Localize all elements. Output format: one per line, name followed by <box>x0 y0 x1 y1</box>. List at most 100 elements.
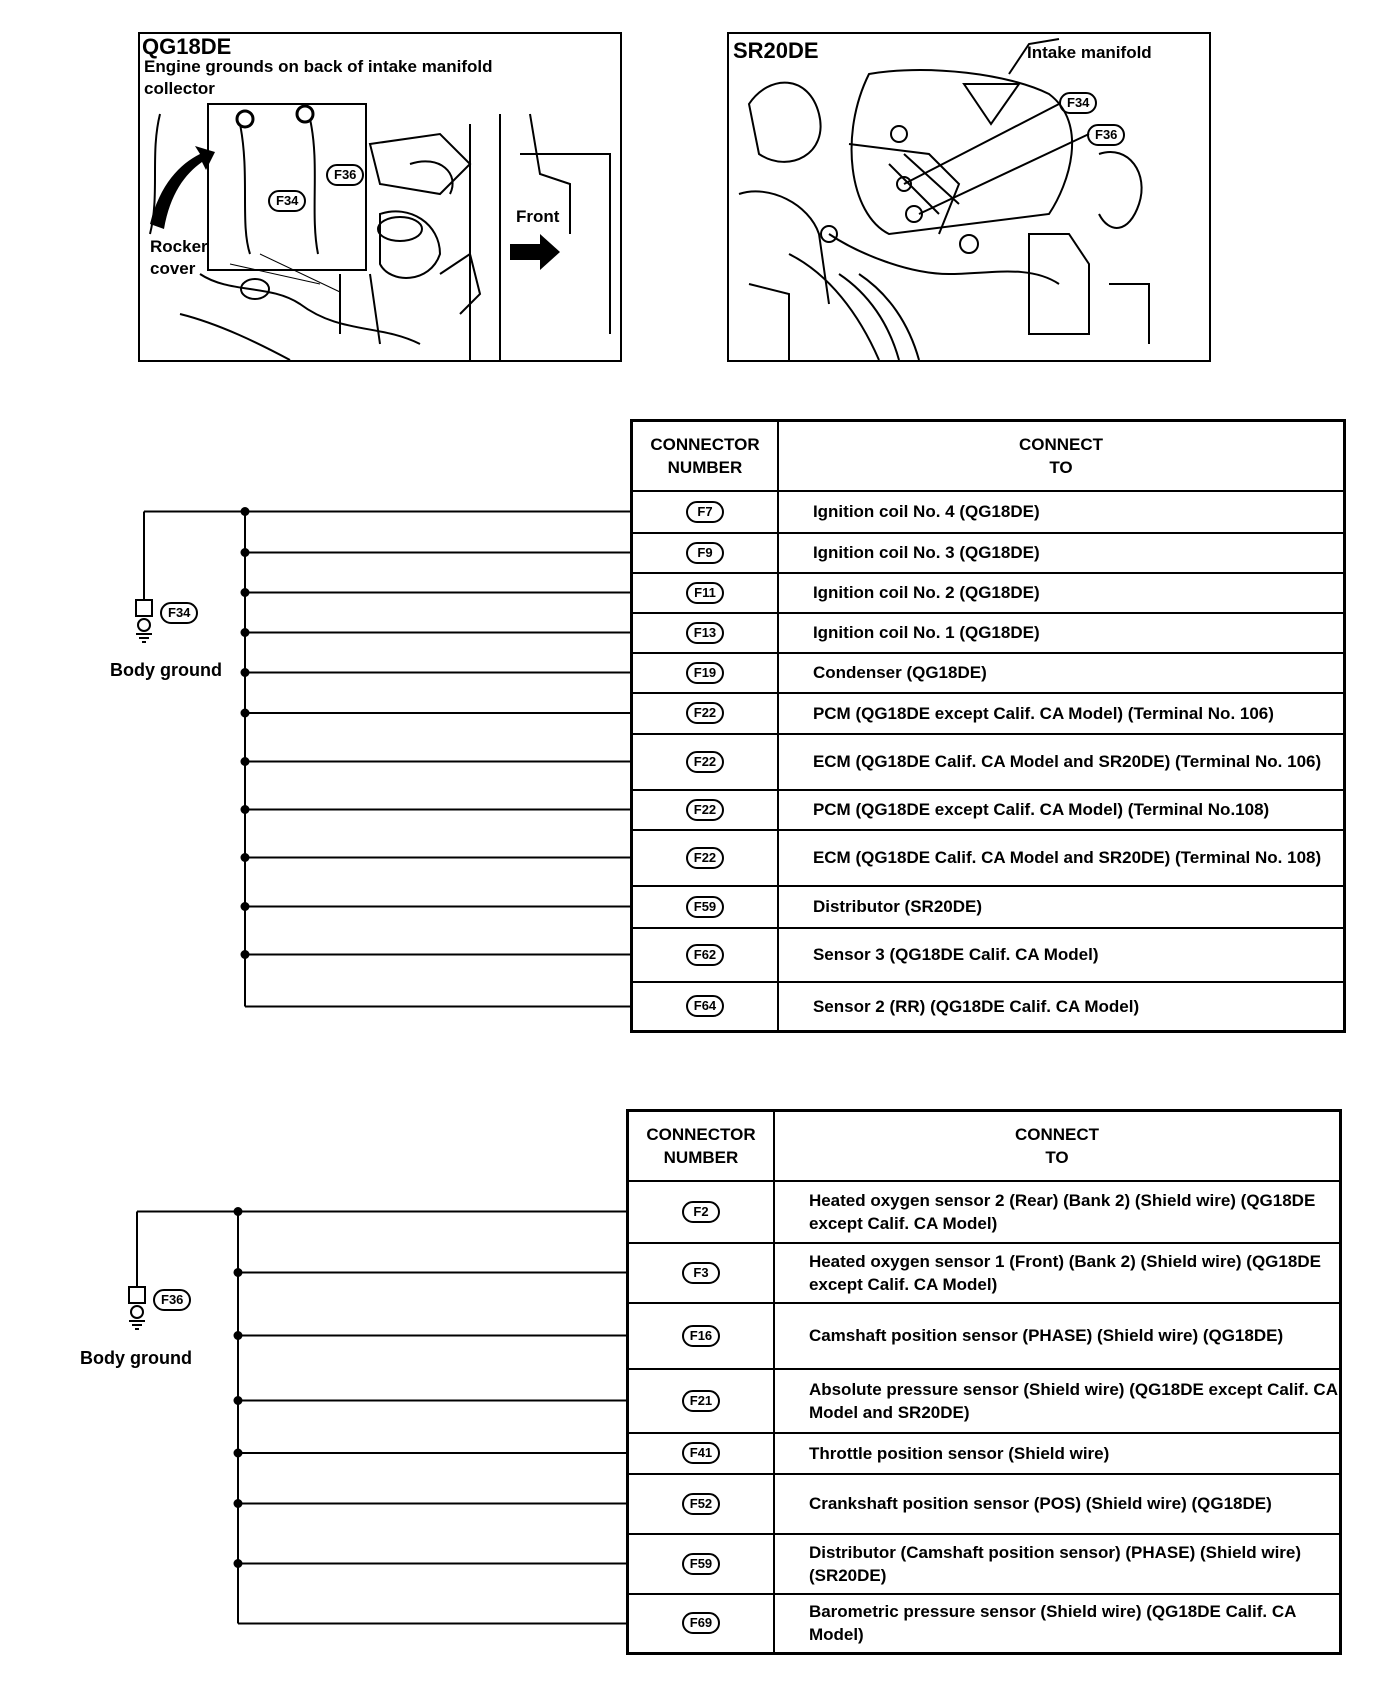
connector-number-badge: F69 <box>681 1612 721 1635</box>
connector-number-badge: F7 <box>685 500 724 523</box>
connect-to-cell: Condenser (QG18DE) <box>776 651 1346 694</box>
connector-number-cell: F7 <box>630 489 779 534</box>
table1-header-connect-to: CONNECT TO <box>776 419 1346 492</box>
table-row: F16 Camshaft position sensor (PHASE) (Shi… <box>626 1301 1342 1370</box>
connector-number-cell: F52 <box>626 1472 775 1535</box>
sr-badge-f36: F36 <box>1087 124 1126 146</box>
table-row: F19 Condenser (QG18DE) <box>630 651 1346 694</box>
table1-header-number: CONNECTOR NUMBER <box>630 419 779 492</box>
connector-number-cell: F21 <box>626 1367 775 1434</box>
connector-number-cell: F22 <box>630 732 779 791</box>
table-row: F7 Ignition coil No. 4 (QG18DE) <box>630 489 1346 534</box>
connector-number-badge: F2 <box>681 1200 720 1223</box>
rocker-cover-label: Rocker cover <box>150 237 208 278</box>
connect-to-cell: Camshaft position sensor (PHASE) (Shield… <box>772 1301 1342 1370</box>
connector-number-badge: F59 <box>681 1552 721 1575</box>
qg18de-illustration-panel: QG18DE Engine grounds on back of intake … <box>138 32 622 362</box>
connector-number-cell: F22 <box>630 828 779 887</box>
connector-number-cell: F59 <box>626 1532 775 1595</box>
connect-to-cell: Heated oxygen sensor 1 (Front) (Bank 2) … <box>772 1241 1342 1304</box>
connector-number-cell: F19 <box>630 651 779 694</box>
table2-header-number: CONNECTOR NUMBER <box>626 1109 775 1182</box>
connector-number-cell: F62 <box>630 926 779 983</box>
table-row: F22 PCM (QG18DE except Calif. CA Model) (… <box>630 788 1346 831</box>
connector-number-badge: F22 <box>685 750 725 773</box>
qg18de-title: QG18DE <box>142 34 232 59</box>
connector-number-cell: F11 <box>630 571 779 614</box>
connector-number-cell: F22 <box>630 691 779 735</box>
connector-number-badge: F3 <box>681 1261 720 1284</box>
connector-number-cell: F41 <box>626 1431 775 1475</box>
connect-to-cell: Crankshaft position sensor (POS) (Shield… <box>772 1472 1342 1535</box>
connector-number-cell: F64 <box>630 980 779 1033</box>
ground1-label: Body ground <box>110 660 222 680</box>
sr-badge-f34: F34 <box>1059 92 1098 114</box>
connector-number-badge: F22 <box>685 702 725 724</box>
ground2-label: Body ground <box>80 1348 192 1368</box>
connector-number-badge: F52 <box>681 1492 721 1515</box>
connect-to-cell: Heated oxygen sensor 2 (Rear) (Bank 2) (… <box>772 1179 1342 1244</box>
connect-to-cell: Absolute pressure sensor (Shield wire) (… <box>772 1367 1342 1434</box>
connect-to-cell: Ignition coil No. 1 (QG18DE) <box>776 611 1346 654</box>
connector-number-badge: F16 <box>681 1324 721 1347</box>
qg18de-note: Engine grounds on back of intake manifol… <box>144 57 493 98</box>
table-row: F22 ECM (QG18DE Calif. CA Model and SR20D… <box>630 828 1346 887</box>
connect-to-cell: Throttle position sensor (Shield wire) <box>772 1431 1342 1475</box>
table-row: F52 Crankshaft position sensor (POS) (Shi… <box>626 1472 1342 1535</box>
connect-to-cell: Sensor 2 (RR) (QG18DE Calif. CA Model) <box>776 980 1346 1033</box>
connect-to-cell: Ignition coil No. 3 (QG18DE) <box>776 531 1346 574</box>
connect-to-cell: Ignition coil No. 2 (QG18DE) <box>776 571 1346 614</box>
sr20de-title: SR20DE <box>733 38 819 63</box>
connector-number-cell: F13 <box>630 611 779 654</box>
connect-to-cell: ECM (QG18DE Calif. CA Model and SR20DE) … <box>776 828 1346 887</box>
connector-number-cell: F2 <box>626 1179 775 1244</box>
connector-number-badge: F22 <box>685 846 725 869</box>
ground2-connector-badge: F36 <box>153 1289 192 1311</box>
connector-number-cell: F22 <box>630 788 779 831</box>
qg18de-engine-drawing <box>149 103 611 360</box>
qg-badge-f36: F36 <box>326 164 365 186</box>
connector-number-badge: F9 <box>685 541 724 564</box>
sr20de-engine-drawing <box>738 38 1150 360</box>
ground1-connector-badge: F34 <box>160 602 199 624</box>
connector-number-cell: F59 <box>630 884 779 929</box>
connector-number-cell: F69 <box>626 1592 775 1655</box>
sr20de-illustration-panel: SR20DE Intake manifold F34 F36 <box>727 32 1211 362</box>
connector-number-badge: F62 <box>685 943 725 966</box>
table-row: F59 Distributor (SR20DE) <box>630 884 1346 929</box>
connect-to-cell: PCM (QG18DE except Calif. CA Model) (Ter… <box>776 788 1346 831</box>
table-row: F64 Sensor 2 (RR) (QG18DE Calif. CA Model… <box>630 980 1346 1033</box>
table2-header-connect-to: CONNECT TO <box>772 1109 1342 1182</box>
connector-number-badge: F19 <box>685 661 725 684</box>
table-row: F69 Barometric pressure sensor (Shield wi… <box>626 1592 1342 1655</box>
connector-number-badge: F22 <box>685 798 725 821</box>
connector-number-cell: F9 <box>630 531 779 574</box>
connector-number-badge: F64 <box>685 995 725 1018</box>
connect-to-cell: Ignition coil No. 4 (QG18DE) <box>776 489 1346 534</box>
connector-number-cell: F16 <box>626 1301 775 1370</box>
front-label: Front <box>516 207 560 226</box>
qg-badge-f34: F34 <box>268 190 307 212</box>
connector-number-badge: F59 <box>685 895 725 918</box>
connect-to-cell: Distributor (Camshaft position sensor) (… <box>772 1532 1342 1595</box>
table-row: F3 Heated oxygen sensor 1 (Front) (Bank 2… <box>626 1241 1342 1304</box>
table-row: F22 PCM (QG18DE except Calif. CA Model) (… <box>630 691 1346 735</box>
connect-to-cell: Sensor 3 (QG18DE Calif. CA Model) <box>776 926 1346 983</box>
table-row: F41 Throttle position sensor (Shield wire… <box>626 1431 1342 1475</box>
table-row: F62 Sensor 3 (QG18DE Calif. CA Model) <box>630 926 1346 983</box>
intake-manifold-label: Intake manifold <box>1027 43 1152 62</box>
connector-number-badge: F41 <box>681 1442 721 1464</box>
connector-number-badge: F13 <box>685 621 725 644</box>
connector-number-cell: F3 <box>626 1241 775 1304</box>
connector-number-badge: F21 <box>681 1389 721 1412</box>
connect-to-cell: Barometric pressure sensor (Shield wire)… <box>772 1592 1342 1655</box>
connect-to-cell: Distributor (SR20DE) <box>776 884 1346 929</box>
table-row: F13 Ignition coil No. 1 (QG18DE) <box>630 611 1346 654</box>
table-row: F2 Heated oxygen sensor 2 (Rear) (Bank 2)… <box>626 1179 1342 1244</box>
connect-to-cell: PCM (QG18DE except Calif. CA Model) (Ter… <box>776 691 1346 735</box>
